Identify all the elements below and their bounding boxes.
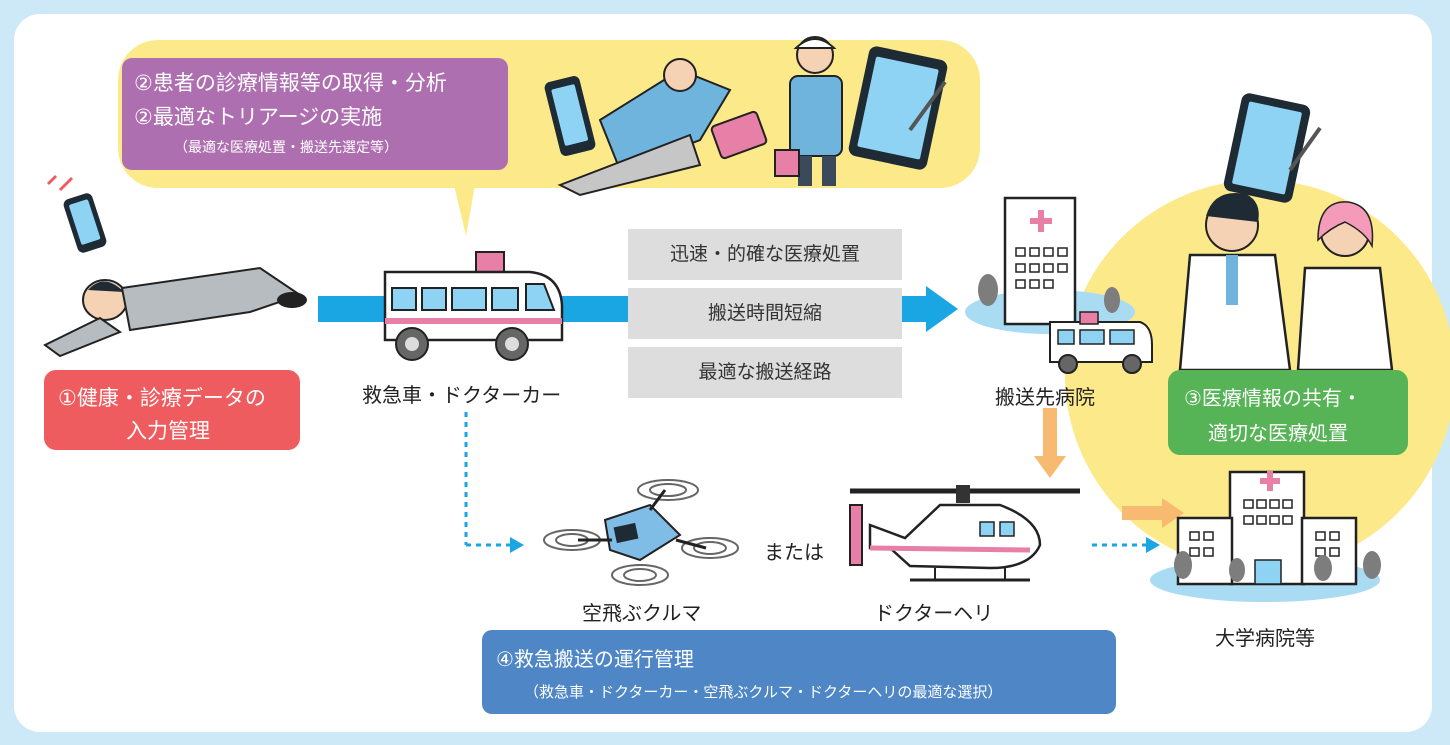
hospital-share-line-1: ③医療情報の共有・: [1184, 386, 1362, 410]
flow-arrow-left: [318, 296, 390, 322]
dotted-arrow-head: [510, 537, 524, 553]
benefit-time-reduction: 搬送時間短縮: [628, 288, 902, 339]
benefit-quick-treatment: 迅速・的確な医療処置: [628, 229, 902, 280]
flying-car-body: [578, 489, 707, 562]
transport-mgmt-line-1: ④救急搬送の運行管理: [496, 647, 694, 671]
transport-management-box: ④救急搬送の運行管理 （救急車・ドクターカー・空飛ぶクルマ・ドクターヘリの最適な…: [482, 630, 1116, 714]
hospital-share-line-2: 適切な医療処置: [1208, 421, 1348, 445]
hospital-share-box: ③医療情報の共有・ 適切な医療処置: [1168, 370, 1408, 455]
benefit-optimal-route: 最適な搬送経路: [628, 347, 902, 398]
transfer-arrow-right-head: [1162, 498, 1184, 528]
patient-data-box: ①健康・診療データの 入力管理: [44, 370, 300, 450]
university-hospital-label: 大学病院等: [1215, 626, 1315, 650]
flying-car-label: 空飛ぶクルマ: [582, 601, 702, 625]
triage-scene-illustration: [544, 36, 948, 197]
transfer-arrow-right: [1122, 506, 1164, 520]
transfer-arrow-down-head: [1034, 456, 1066, 478]
ambulance-illustration: [383, 251, 564, 361]
university-hospital-illustration: [1150, 470, 1381, 602]
ambulance-label: 救急車・ドクターカー: [362, 383, 562, 407]
transfer-arrow-down: [1043, 408, 1057, 458]
collapsed-patient-illustration: [43, 174, 307, 358]
triage-callout: ②患者の診療情報等の取得・分析 ②最適なトリアージの実施 （最適な医療処置・搬送…: [122, 58, 508, 170]
speech-pointer: [450, 168, 478, 236]
triage-line-3: （最適な医療処置・搬送先選定等）: [174, 140, 398, 156]
destination-hospital-label: 搬送先病院: [995, 385, 1095, 409]
dotted-heli-arrow-head: [1146, 537, 1160, 553]
or-label: または: [764, 540, 824, 564]
patient-data-line-1: ①健康・診療データの: [58, 386, 266, 410]
helicopter-label: ドクターヘリ: [874, 601, 994, 625]
triage-line-1: ②患者の診療情報等の取得・分析: [134, 71, 447, 95]
flow-arrow-right: [902, 296, 928, 322]
destination-hospital-illustration: [965, 196, 1153, 374]
doctors-illustration: [1178, 93, 1394, 372]
helicopter-illustration: [849, 485, 1080, 582]
flow-arrow-mid: [555, 296, 630, 322]
flow-arrow-head: [926, 286, 958, 332]
transport-mgmt-line-2: （救急車・ドクターカー・空飛ぶクルマ・ドクターヘリの最適な選択）: [524, 683, 1003, 701]
triage-line-2: ②最適なトリアージの実施: [134, 105, 383, 129]
patient-data-line-2: 入力管理: [126, 419, 210, 443]
